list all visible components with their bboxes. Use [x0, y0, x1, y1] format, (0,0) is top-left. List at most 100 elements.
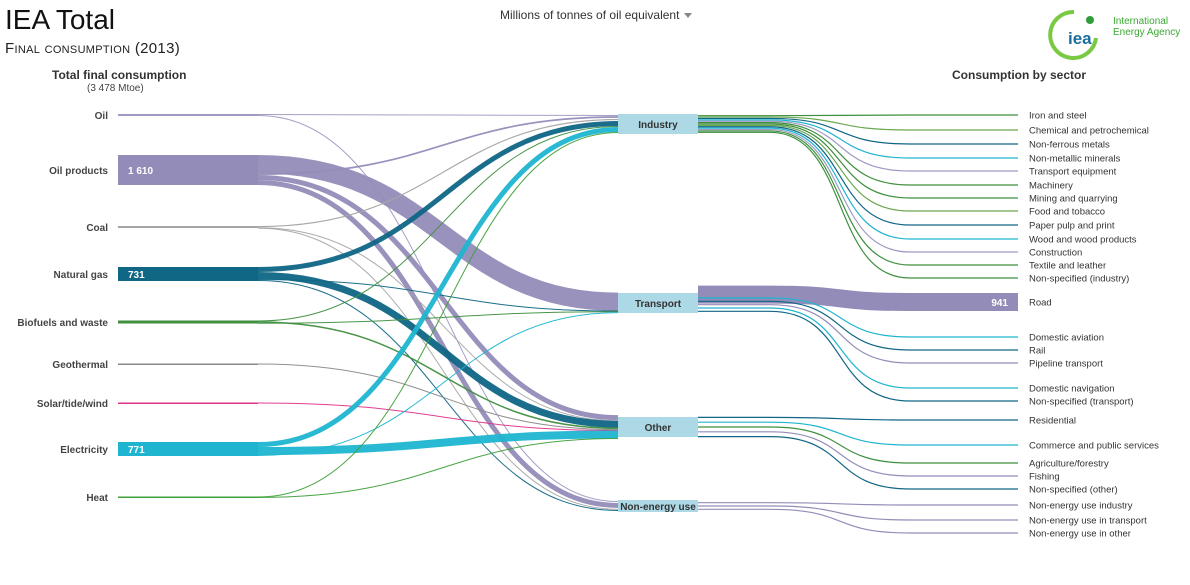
subsector-label-20[interactable]: Commerce and public services — [1029, 441, 1159, 452]
flow-biofuels-industry[interactable] — [257, 126, 619, 322]
source-bar-electricity[interactable] — [118, 442, 258, 456]
subsector-label-19[interactable]: Residential — [1029, 416, 1076, 427]
sector-node-transport[interactable] — [618, 293, 698, 313]
subsector-flow-14[interactable] — [698, 297, 1018, 338]
flow-oil_products-industry[interactable] — [257, 116, 619, 176]
subsector-flow-7[interactable] — [698, 124, 1018, 212]
subsector-flow-5[interactable] — [698, 122, 1018, 186]
subsector-label-21[interactable]: Agriculture/forestry — [1029, 459, 1109, 470]
subsector-label-22[interactable]: Fishing — [1029, 472, 1060, 483]
flow-geothermal-other[interactable] — [257, 363, 619, 431]
subsector-label-23[interactable]: Non-specified (other) — [1029, 485, 1118, 496]
subsector-flow-17[interactable] — [698, 307, 1018, 389]
subsector-flow-21[interactable] — [698, 426, 1018, 464]
flow-biofuels-other[interactable] — [257, 321, 619, 430]
flow-heat-other[interactable] — [257, 438, 619, 498]
source-label-heat[interactable]: Heat — [86, 493, 108, 504]
subsector-label-0[interactable]: Iron and steel — [1029, 111, 1087, 122]
source-bar-geothermal[interactable] — [118, 363, 258, 366]
subsector-label-14[interactable]: Domestic aviation — [1029, 333, 1104, 344]
source-label-geothermal[interactable]: Geothermal — [52, 360, 108, 371]
flow-electricity-transport[interactable] — [257, 312, 619, 456]
subsector-flow-6[interactable] — [698, 123, 1018, 199]
flow-electricity-industry[interactable] — [257, 127, 619, 447]
subsector-flow-15[interactable] — [698, 300, 1018, 351]
subsector-flow-24[interactable] — [698, 502, 1018, 506]
flow-coal-nonenergy[interactable] — [257, 227, 619, 510]
subsector-flow-23[interactable] — [698, 436, 1018, 490]
subsector-label-7[interactable]: Food and tobacco — [1029, 207, 1105, 218]
source-bar-oil[interactable] — [118, 114, 258, 116]
source-bar-heat[interactable] — [118, 496, 258, 499]
subsector-label-10[interactable]: Construction — [1029, 248, 1082, 259]
subsector-flow-8[interactable] — [698, 126, 1018, 226]
subsector-flow-16[interactable] — [698, 304, 1018, 364]
subsector-label-15[interactable]: Rail — [1029, 346, 1045, 357]
source-bar-natural_gas[interactable] — [118, 267, 258, 281]
flow-oil_products-nonenergy[interactable] — [257, 180, 619, 508]
flow-oil-industry[interactable] — [257, 114, 619, 116]
flow-solar-other[interactable] — [257, 402, 619, 432]
source-label-coal[interactable]: Coal — [86, 223, 108, 234]
flow-coal-other[interactable] — [257, 227, 619, 422]
subsector-label-16[interactable]: Pipeline transport — [1029, 359, 1103, 370]
subsector-label-12[interactable]: Non-specified (industry) — [1029, 274, 1129, 285]
unit-selector[interactable]: Millions of tonnes of oil equivalent — [500, 8, 693, 22]
subsector-flow-1[interactable] — [698, 116, 1018, 131]
source-bar-solar[interactable] — [118, 402, 258, 405]
subsector-label-1[interactable]: Chemical and petrochemical — [1029, 126, 1149, 137]
flow-natural_gas-transport[interactable] — [257, 279, 619, 312]
subsector-flow-9[interactable] — [698, 127, 1018, 240]
source-bar-coal[interactable] — [118, 226, 258, 228]
subsector-flow-10[interactable] — [698, 128, 1018, 253]
subsector-label-5[interactable]: Machinery — [1029, 181, 1073, 192]
flow-natural_gas-other[interactable] — [257, 272, 619, 428]
subsector-label-2[interactable]: Non-ferrous metals — [1029, 140, 1110, 151]
flow-natural_gas-nonenergy[interactable] — [257, 280, 619, 511]
subsector-flow-19[interactable] — [698, 416, 1018, 421]
subsector-label-26[interactable]: Non-energy use in other — [1029, 529, 1131, 540]
source-label-oil_products[interactable]: Oil products — [49, 166, 108, 177]
subsector-flow-13[interactable] — [698, 285, 1018, 311]
subsector-flow-26[interactable] — [698, 508, 1018, 534]
subsector-label-8[interactable]: Paper pulp and print — [1029, 221, 1115, 232]
sector-node-nonenergy[interactable] — [618, 500, 698, 512]
subsector-flow-3[interactable] — [698, 119, 1018, 159]
subsector-label-11[interactable]: Textile and leather — [1029, 261, 1106, 272]
sector-node-industry[interactable] — [618, 114, 698, 134]
flow-coal-industry[interactable] — [257, 118, 619, 228]
subsector-flow-18[interactable] — [698, 310, 1018, 402]
subsector-label-24[interactable]: Non-energy use industry — [1029, 501, 1133, 512]
unit-selector-label: Millions of tonnes of oil equivalent — [500, 8, 680, 22]
source-label-electricity[interactable]: Electricity — [60, 445, 108, 456]
subsector-flow-0[interactable] — [698, 114, 1018, 117]
source-label-natural_gas[interactable]: Natural gas — [54, 270, 109, 281]
flow-heat-industry[interactable] — [257, 132, 619, 498]
subsector-flow-2[interactable] — [698, 117, 1018, 145]
subsector-flow-12[interactable] — [698, 131, 1018, 279]
source-label-solar[interactable]: Solar/tide/wind — [37, 399, 108, 410]
subsector-flow-4[interactable] — [698, 120, 1018, 172]
subsector-flow-22[interactable] — [698, 431, 1018, 477]
flow-natural_gas-industry[interactable] — [257, 121, 619, 272]
source-bar-oil_products[interactable] — [118, 155, 258, 185]
subsector-label-18[interactable]: Non-specified (transport) — [1029, 397, 1134, 408]
subsector-label-25[interactable]: Non-energy use in transport — [1029, 516, 1147, 527]
source-label-oil[interactable]: Oil — [95, 111, 109, 122]
flow-electricity-other[interactable] — [257, 430, 619, 455]
flow-oil_products-other[interactable] — [257, 175, 619, 421]
subsector-label-13[interactable]: Road — [1029, 298, 1052, 309]
subsector-label-9[interactable]: Wood and wood products — [1029, 235, 1137, 246]
subsector-flow-11[interactable] — [698, 130, 1018, 266]
flow-oil-nonenergy[interactable] — [257, 115, 619, 503]
subsector-label-3[interactable]: Non-metallic minerals — [1029, 154, 1121, 165]
sector-node-other[interactable] — [618, 417, 698, 437]
subsector-flow-20[interactable] — [698, 421, 1018, 446]
source-label-biofuels[interactable]: Biofuels and waste — [17, 318, 108, 329]
subsector-label-6[interactable]: Mining and quarrying — [1029, 194, 1118, 205]
subsector-flow-25[interactable] — [698, 505, 1018, 521]
flow-biofuels-transport[interactable] — [257, 311, 619, 324]
source-bar-biofuels[interactable] — [118, 320, 258, 324]
subsector-label-4[interactable]: Transport equipment — [1029, 167, 1117, 178]
subsector-label-17[interactable]: Domestic navigation — [1029, 384, 1115, 395]
